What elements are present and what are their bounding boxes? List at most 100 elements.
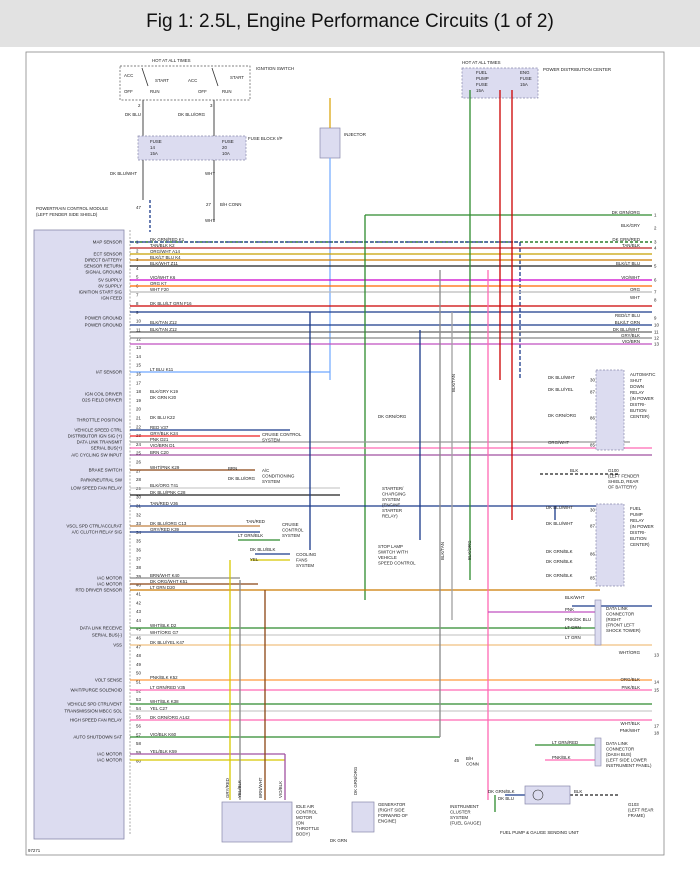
pcm-label-10: POWER GROUND (85, 323, 122, 328)
load-wire-6: DK GRN/ORG (378, 414, 407, 419)
pcm-pin-17: 18 (136, 389, 141, 394)
dl-lower-line-2: (DASH BUS) (606, 752, 632, 757)
asd-wire-0: DK BLU/WHT (548, 375, 575, 380)
load-ac-0: A/C (262, 468, 269, 473)
right-wire-label-2: DK GRN/RED (612, 237, 640, 242)
asd-pin-2: 86 (590, 416, 595, 421)
iac-wire-1: YEL/BLK (237, 780, 242, 798)
pcm-wire-22: DK BLU/PNK C28 (150, 490, 186, 495)
gen-line-0: GENERATOR (378, 802, 405, 807)
pcm-pin-9: 10 (136, 319, 141, 324)
pdc-fuse-a-l2: PUMP (476, 76, 489, 81)
load-starter-5: RELAY) (382, 514, 398, 519)
pcm-label-6: 8V SUPPLY (98, 284, 122, 289)
pcm-pin-48: 49 (136, 662, 141, 667)
pcm-label-8: IGN FEED (101, 296, 122, 301)
cluster-line-0: INSTRUMENT (450, 804, 479, 809)
fpr-label-line-0: FUEL (630, 506, 642, 511)
pcm-pin-35: 36 (136, 548, 141, 553)
pcm-title: POWERTRAIN CONTROL MODULE (36, 206, 108, 211)
load-cruise2-1: CONTROL (282, 528, 304, 533)
pdc-fuse-b-l2: FUSE (520, 76, 532, 81)
pdc-label: POWER DISTRIBUTION CENTER (543, 67, 611, 72)
load-ac-2: SYSTEM (262, 479, 280, 484)
ign-wire-a-label: DK BLU (125, 112, 141, 117)
pcm-wire-16: GRY/BLK K24 (150, 431, 179, 436)
pcm-module-box (33, 229, 125, 840)
load-wire-4: DK BLU/BLK (250, 547, 275, 552)
pcm-label-30: VSS (113, 643, 122, 648)
ign-pin-b: 3 (210, 103, 213, 108)
fuse-b-l2: 20 (222, 145, 227, 150)
pcm-pin-57: 58 (136, 741, 141, 746)
load-starter-2: SYSTEM (382, 497, 400, 502)
right-wire-label-5: VIO/WHT (621, 275, 640, 280)
pcm-wire-11: LT BLU K11 (150, 367, 174, 372)
gen-line-3: ENGINE) (378, 819, 397, 824)
dl-upper-line-2: (RIGHT (606, 617, 621, 622)
load-cooling-2: SYSTEM (296, 563, 314, 568)
lower-right-wire-label-0: WHT/ORG (619, 650, 641, 655)
lower-right-wire-label-4: PNK/WHT (620, 728, 641, 733)
pcm-label-36: AUTO SHUTDOWN SAT (73, 735, 122, 740)
pcm-wire-36: DK GRN/ORG A142 (150, 715, 190, 720)
pcm-wire-17: PNK D21 (150, 437, 169, 442)
pcm-label-12: IGN COIL DRIVER (85, 392, 122, 397)
pcm-label-13: O2S FIELD DRIVER (82, 398, 122, 403)
generator-wire: DK GRN/ORG (353, 766, 358, 795)
right-wire-label-11: GRY/BLK (621, 333, 640, 338)
g100-wire: BLK (570, 468, 578, 473)
pcm-pin-45: 46 (136, 636, 141, 641)
pcm-label-4: SIGNAL GROUND (85, 270, 122, 275)
fpr-label-line-2: RELAY (630, 518, 644, 523)
bh-conn-label: B/H CONN (220, 202, 241, 207)
load-starter-0: STARTER/ (382, 486, 404, 491)
pcm-pin-24: 25 (136, 451, 141, 456)
pdc-fuse-a-l4: 15A (476, 88, 484, 93)
asd-label-line-4: (IN POWER (630, 396, 654, 401)
load-ac-1: CONDITIONING (262, 474, 295, 479)
fuel-unit-wire-1: DK BLU (498, 796, 514, 801)
right-wire-num-6: 7 (654, 290, 657, 295)
pcm-wire-13: DK GRN K20 (150, 395, 177, 400)
pcm-label-1: ECT SENSOR (94, 252, 122, 257)
pcm-wire-24: DK BLU/ORG C13 (150, 521, 187, 526)
pcm-label-32: WAIT/PURGE SOLENOID (70, 688, 122, 693)
pcm-label-22: LOW SPEED FAN RELAY (71, 486, 122, 491)
asd-wire-2: DK GRN/ORG (548, 413, 577, 418)
vertical-wire-label-1: BLK/TAN (440, 542, 445, 560)
ign-off-right: OFF (198, 89, 207, 94)
pcm-label-15: VEHICLE SPEED CTRL (74, 428, 122, 433)
load-stoplamp-1: SWITCH WITH (378, 550, 408, 555)
pcm-label-5: 5V SUPPLY (98, 278, 122, 283)
dl-upper-line-1: CONNECTOR (606, 612, 634, 617)
load-wire-2: TAN/RED (246, 519, 265, 524)
pcm-pin-56: 57 (136, 732, 141, 737)
fuse-a-wire-label: DK BLU/WHT (110, 171, 137, 176)
right-wire-label-6: ORG (630, 287, 641, 292)
pcm-wire-34: WHT/BLK K38 (150, 699, 179, 704)
gen-line-2: FORWARD OF (378, 813, 408, 818)
iac-line-0: IDLE AIR (296, 804, 314, 809)
pcm-wire-10: BLK/TAN Z12 (150, 327, 177, 332)
pcm-pin-12: 13 (136, 345, 141, 350)
pcm-pin-3: 4 (136, 266, 139, 271)
load-cooling-0: COOLING (296, 552, 317, 557)
pcm-label-11: IAT SENSOR (96, 370, 122, 375)
iac-line-1: CONTROL (296, 810, 318, 815)
right-wire-label-0: DK GRN/ORG (612, 210, 641, 215)
pcm-wire-1: TAN/BLK K2 (150, 243, 175, 248)
ign-start-left: START (155, 78, 169, 83)
title-bar: Fig 1: 2.5L, Engine Performance Circuits… (0, 0, 700, 47)
fpr-wire-0: DK BLU/WHT (546, 505, 573, 510)
fuel-unit-wire-2: BLK (574, 789, 582, 794)
